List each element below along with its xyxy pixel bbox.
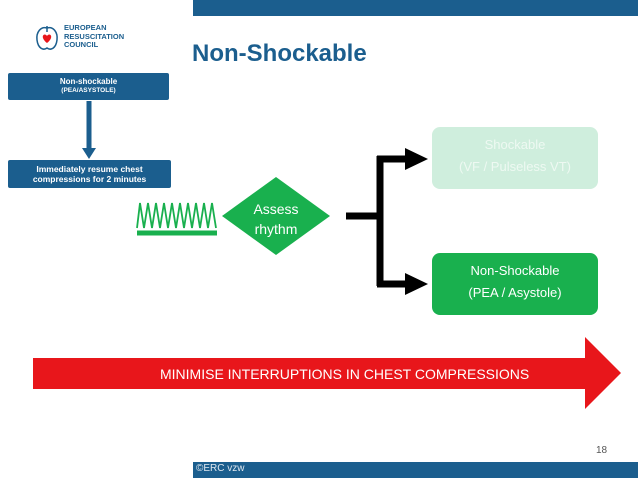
bottom-accent-bar bbox=[193, 462, 638, 478]
mini-resume-compressions-box: Immediately resume chest compressions fo… bbox=[8, 160, 171, 188]
assess-rhythm-label: Assess rhythm bbox=[241, 199, 311, 239]
nonshockable-label: Non-Shockable bbox=[470, 263, 560, 278]
heart-lungs-icon bbox=[36, 26, 58, 50]
page-title: Non-Shockable bbox=[192, 40, 367, 67]
logo-text: EUROPEAN RESUSCITATION COUNCIL bbox=[64, 23, 125, 50]
mini-nonshockable-sub: (PEA/ASYSTOLE) bbox=[61, 87, 116, 94]
top-accent-bar bbox=[193, 0, 638, 16]
mini-nonshockable-box: Non-shockable (PEA/ASYSTOLE) bbox=[8, 73, 169, 100]
nonshockable-node: Non-Shockable (PEA / Asystole) bbox=[432, 253, 598, 315]
shockable-node: Shockable (VF / Pulseless VT) bbox=[432, 127, 598, 189]
logo-line-2: RESUSCITATION bbox=[64, 31, 125, 41]
mini-connector-arrowhead bbox=[82, 148, 96, 159]
mini-nonshockable-label: Non-shockable bbox=[59, 77, 118, 86]
footer-copyright: ©ERC vzw bbox=[196, 463, 245, 474]
assess-line-2: rhythm bbox=[254, 221, 298, 237]
ecg-waveform bbox=[136, 202, 217, 229]
arrowhead-to-nonshockable bbox=[405, 273, 428, 295]
logo-line-3: COUNCIL bbox=[64, 40, 99, 49]
assess-line-1: Assess bbox=[253, 201, 299, 217]
shockable-label: Shockable bbox=[484, 137, 546, 152]
mini-resume-line-1: Immediately resume chest bbox=[36, 164, 143, 174]
arrowhead-to-shockable bbox=[405, 148, 428, 170]
erc-logo: EUROPEAN RESUSCITATION COUNCIL bbox=[32, 22, 152, 62]
mini-resume-line-2: compressions for 2 minutes bbox=[32, 174, 147, 184]
logo-line-1: EUROPEAN bbox=[64, 23, 107, 32]
banner-text: MINIMISE INTERRUPTIONS IN CHEST COMPRESS… bbox=[160, 366, 530, 382]
page-number: 18 bbox=[596, 445, 608, 456]
assess-rhythm-diamond bbox=[222, 177, 330, 255]
shockable-sub: (VF / Pulseless VT) bbox=[459, 159, 571, 174]
nonshockable-sub: (PEA / Asystole) bbox=[468, 285, 562, 300]
minimise-interruptions-arrow bbox=[33, 337, 621, 409]
